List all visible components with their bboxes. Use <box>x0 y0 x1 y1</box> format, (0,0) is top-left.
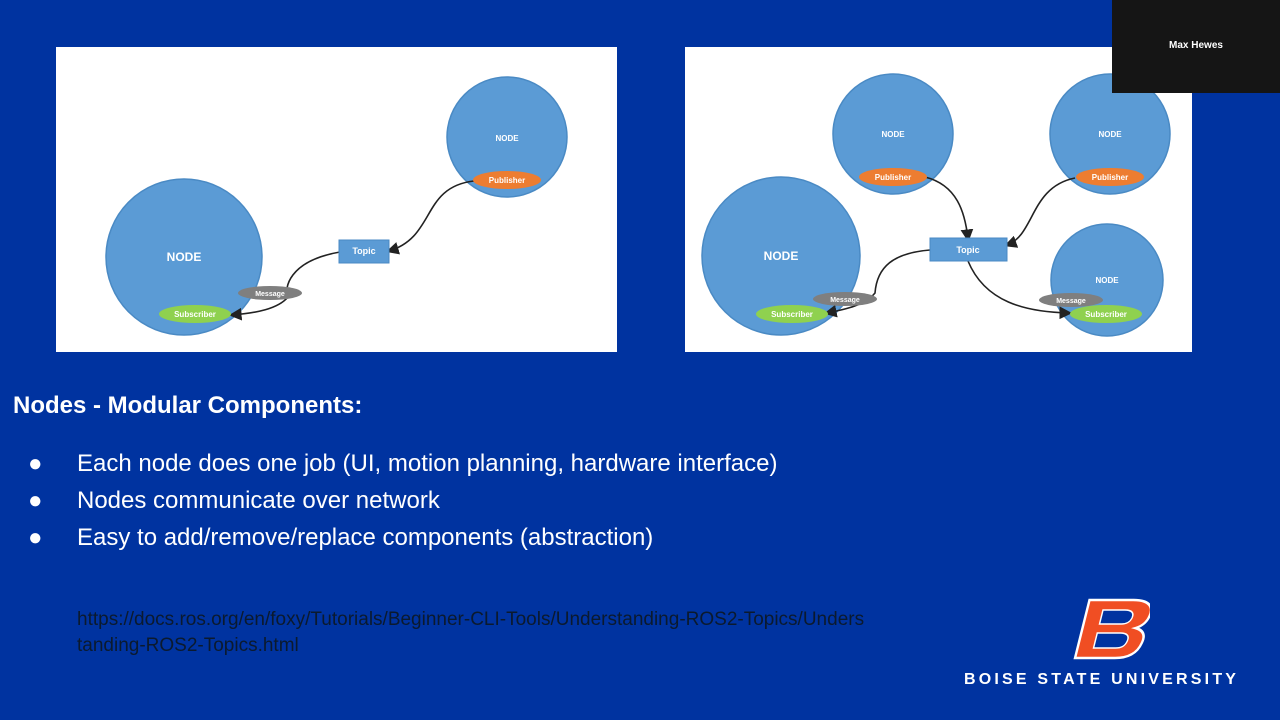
node-label: NODE <box>495 134 519 143</box>
subscriber-pill <box>1070 305 1142 323</box>
node-label: NODE <box>1095 276 1119 285</box>
message-pill <box>238 286 302 300</box>
publisher-label: Publisher <box>489 176 525 185</box>
publisher-pill <box>859 168 927 186</box>
topic-box <box>929 237 1008 262</box>
topic-to-subscriber-arrow <box>823 249 931 318</box>
subscriber-label: Subscriber <box>1085 310 1127 319</box>
publisher-pill <box>1076 168 1144 186</box>
message-pill <box>813 292 877 306</box>
subscriber-pill <box>159 305 231 323</box>
diagram-single-topic-svg: NODE NODE Publisher Topic Message Subscr… <box>105 76 568 336</box>
diagram-multi-topic-svg: NODE NODE NODE NODE Publisher Publisher … <box>701 73 1171 337</box>
node-circle <box>446 76 568 198</box>
bullet-dot-icon: ● <box>28 450 43 477</box>
reference-link[interactable]: https://docs.ros.org/en/foxy/Tutorials/B… <box>77 609 865 656</box>
publisher-to-topic-arrow <box>924 176 974 243</box>
bullet-text: Easy to add/remove/replace components (a… <box>77 524 654 551</box>
node-label: NODE <box>881 130 905 139</box>
node-circle <box>832 73 954 195</box>
message-pill <box>1039 293 1103 307</box>
message-label: Message <box>830 297 860 304</box>
publisher-pill <box>473 171 541 189</box>
node-circle <box>1049 73 1171 195</box>
node-circle <box>105 178 263 336</box>
message-label: Message <box>255 291 285 298</box>
participant-name: Max Hewes <box>1169 40 1223 51</box>
university-name: BOISE STATE UNIVERSITY <box>964 671 1240 688</box>
diagram-multi-topic: NODE NODE NODE NODE Publisher Publisher … <box>685 47 1192 352</box>
subscriber-label: Subscriber <box>174 310 216 319</box>
subscriber-label: Subscriber <box>771 310 813 319</box>
publisher-label: Publisher <box>875 173 911 182</box>
bullet-dot-icon: ● <box>28 524 43 551</box>
message-label: Message <box>1056 298 1086 305</box>
topic-label: Topic <box>956 245 979 255</box>
participant-video-tile[interactable]: Max Hewes <box>1112 0 1280 93</box>
node-label: NODE <box>167 250 202 264</box>
subscriber-pill <box>756 305 828 323</box>
node-label: NODE <box>1098 130 1122 139</box>
topic-label: Topic <box>352 246 375 256</box>
topic-to-subscriber-arrow <box>967 260 1073 320</box>
bullet-text: Each node does one job (UI, motion plann… <box>77 450 778 477</box>
node-label: NODE <box>764 249 799 263</box>
node-circle <box>1050 223 1164 337</box>
publisher-to-topic-arrow <box>1003 177 1076 248</box>
bsu-b-logo-icon <box>1073 598 1150 660</box>
publisher-label: Publisher <box>1092 173 1128 182</box>
diagram-single-topic: NODE NODE Publisher Topic Message Subscr… <box>56 47 617 352</box>
bullet-text: Nodes communicate over network <box>77 487 440 514</box>
slide-heading: Nodes - Modular Components: <box>13 392 363 419</box>
bullet-dot-icon: ● <box>28 487 43 514</box>
topic-box <box>338 239 390 264</box>
publisher-to-topic-arrow <box>385 180 475 255</box>
